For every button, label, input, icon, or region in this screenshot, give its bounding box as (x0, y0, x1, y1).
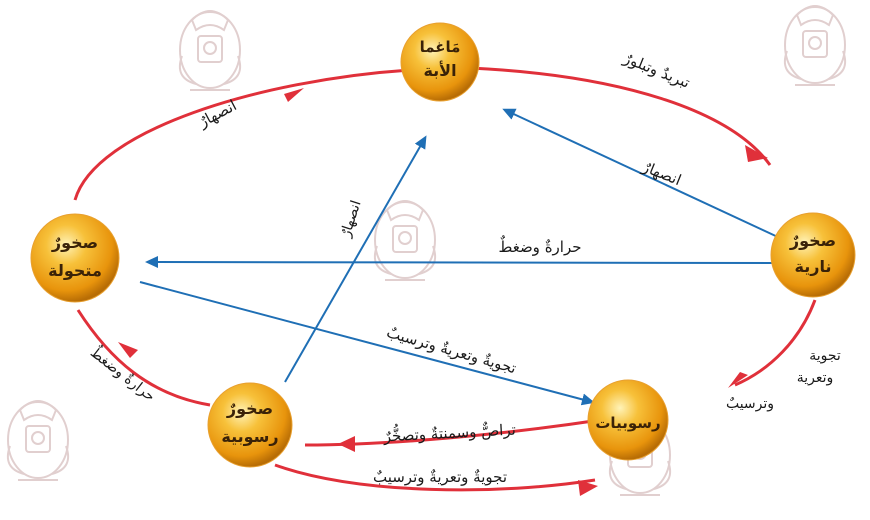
node-magma-line2: الأبة (423, 61, 456, 80)
label-weathering-center: تجويةٌ وتعريةٌ وترسيبٌ (384, 323, 518, 377)
arrow-sedimentary-to-sediments (274, 463, 596, 492)
node-metamorphic: صخورٌ متحولة (30, 213, 120, 303)
coat-of-arms-watermark-icon (178, 10, 242, 91)
arrow-igneous-to-sediments (734, 299, 817, 387)
label-cooling-crystallization: تبريدٌ وتبلورٌ (620, 49, 692, 92)
red-arrowhead (118, 342, 138, 358)
node-magma-line1: مَاغما (420, 38, 461, 56)
node-metamorphic-line1: صخورٌ (51, 233, 98, 252)
label-weathering-right-3: وترسيبٌ (726, 396, 774, 412)
label-heat-pressure-center: حرارةٌ وضغطٌ (498, 236, 581, 256)
arrow-igneous-to-metamorphic (145, 256, 776, 269)
label-weathering-right-1: تجوية (809, 348, 841, 364)
label-weathering-bottom: تجويةٌ وتعريةٌ وترسيبٌ (373, 468, 507, 486)
node-magma: مَاغما الأبة (400, 22, 480, 102)
label-melting-igneous: انصهارٌ (639, 157, 684, 189)
node-sediments: رسوبيات (587, 379, 669, 461)
label-melting-outer: انصهارٌ (195, 96, 240, 131)
label-compaction-cementation: تراصٌّ وسمنتةٌ وتصخُّرٌ (382, 417, 516, 446)
node-igneous: صخورٌ نارية (770, 212, 856, 298)
red-arrowhead (338, 436, 355, 452)
node-sedimentary-line2: رسوبية (221, 427, 278, 446)
red-arrowhead (728, 372, 748, 388)
label-melting-sedimentary: انصهارٌ (337, 199, 364, 240)
coat-of-arms-watermark-icon (783, 5, 847, 86)
node-sedimentary: صخورٌ رسوبية (207, 382, 293, 468)
node-igneous-line2: نارية (795, 257, 832, 276)
red-arrowhead (284, 88, 304, 102)
coat-of-arms-watermark-icon (373, 200, 437, 281)
coat-of-arms-watermark-icon (6, 400, 70, 481)
arrow-igneous-to-magma (502, 108, 781, 239)
arrow-magma-to-igneous (469, 66, 772, 166)
node-sediments-line1: رسوبيات (595, 414, 660, 432)
red-arrowhead (745, 145, 768, 162)
red-arrowhead (578, 480, 598, 496)
label-weathering-right-2: وتعرية (797, 370, 834, 386)
node-metamorphic-line2: متحولة (48, 261, 102, 280)
arrow-metamorphic-to-sediments (139, 281, 595, 406)
node-igneous-line1: صخورٌ (789, 231, 836, 250)
node-sedimentary-line1: صخورٌ (226, 399, 273, 418)
arrow-sedimentary-to-metamorphic (76, 309, 211, 407)
arrow-metamorphic-to-magma (73, 68, 411, 201)
label-heat-pressure-left: حرارةٌ وضغطٌ (87, 342, 160, 405)
arrow-sedimentary-to-magma (284, 135, 427, 383)
